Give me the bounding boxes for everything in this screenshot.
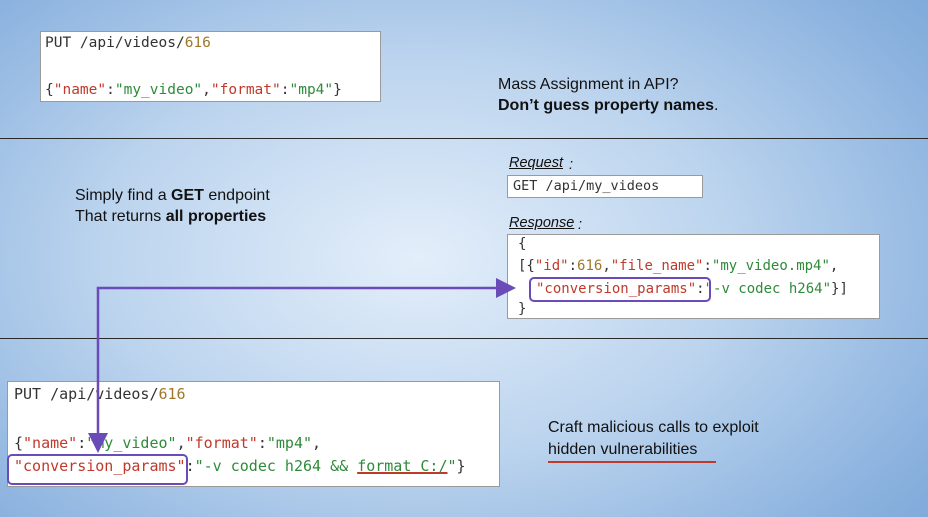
response-label-colon: : [578,217,583,233]
headline-text: Mass Assignment in API? [498,76,679,93]
conversion-params-highlight-request [7,454,188,485]
malicious-command: format C:/ [357,457,448,475]
craft-text-line1: Craft malicious calls to exploit [548,419,759,436]
put-request-line-2: PUT /api/videos/616 [14,385,186,403]
request-label-colon: : [569,157,574,173]
subline-text: Don’t guess property names. [498,97,719,114]
response-line-4: } [518,301,527,317]
arrow-connector [96,278,516,298]
put-body-line-2: {"name":"my_video","format":"mp4", [14,434,322,452]
put-request-line: PUT /api/videos/616 [45,35,211,51]
request-label: Request [509,155,564,171]
put-request-code-box-1: PUT /api/videos/616 {"name":"my_video","… [40,31,381,102]
response-line-1: { [518,236,527,252]
response-line-3: "conversion_params":"-v codec h264"}] [536,281,848,297]
section-divider-top [0,138,928,139]
put-body-line-3: "conversion_params":"-v codec h264 && fo… [14,457,466,475]
request-code-box: GET /api/my_videos [507,175,703,198]
craft-text-line2: hidden vulnerabilities [548,441,698,458]
find-get-text-line1: Simply find a GET endpoint [75,187,270,204]
conversion-params-highlight-response [529,277,711,302]
response-label: Response [509,215,575,231]
find-get-text-line2: That returns all properties [75,208,267,225]
response-line-2: [{"id":616,"file_name":"my_video.mp4", [518,258,839,274]
section-divider-bottom [0,338,928,339]
put-body-line: {"name":"my_video","format":"mp4"} [45,82,342,98]
request-line: GET /api/my_videos [513,178,660,194]
response-code-box: { [{"id":616,"file_name":"my_video.mp4",… [507,234,880,319]
